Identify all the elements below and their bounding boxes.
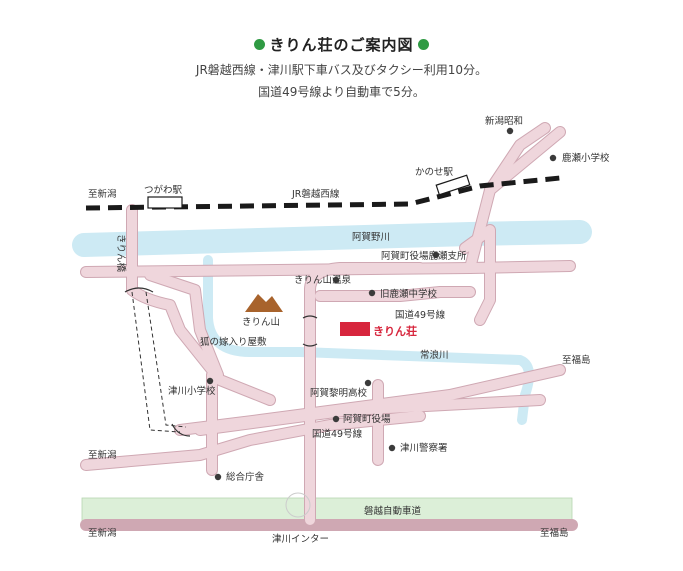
title-left-dot-icon: [254, 39, 266, 50]
label-kitsune-house: 狐の嫁入り屋敷: [200, 336, 267, 348]
road-kitsune: [145, 270, 223, 380]
label-to-niigata-top: 至新潟: [88, 188, 117, 200]
label-meiho-high: 阿賀黎明高校: [310, 387, 368, 399]
tsugawa-school-dot: [206, 377, 214, 385]
road-kanose: [315, 287, 475, 301]
kirin-mountain-icon: [245, 294, 283, 312]
interchange-circle: [285, 492, 311, 518]
general-office-dot: [214, 473, 222, 481]
label-to-niigata-bottom: 至新潟: [88, 527, 117, 539]
tunnel: [131, 291, 187, 433]
access-line-2: 国道49号線より自動車で5分。: [258, 85, 425, 99]
label-kirin-onsen: きりん山温泉: [294, 274, 352, 286]
kanose-station-box: [435, 174, 471, 196]
label-expressway: 磐越自動車道: [364, 505, 422, 517]
label-route49-lower: 国道49号線: [312, 428, 363, 440]
agano-river: [72, 220, 592, 257]
town-branch-dot: [432, 251, 440, 259]
label-to-niigata-mid: 至新潟: [88, 449, 117, 461]
jr-rail-line: [85, 175, 561, 211]
old-school-dot: [368, 289, 376, 297]
label-tokonami-river: 常浪川: [420, 349, 449, 361]
label-to-fukushima-bottom: 至福島: [540, 527, 569, 539]
tsugawa-station-box: [147, 196, 183, 209]
kasebashi-school-dot: [549, 154, 557, 162]
label-agano-river: 阿賀野川: [352, 231, 390, 243]
tunnel-portal-south: [171, 423, 191, 437]
tokonami-upper: [203, 255, 305, 357]
kirinso-marker: [340, 322, 370, 336]
label-kirin-mountain: きりん山: [242, 317, 280, 328]
title-right-dot-icon: [417, 39, 429, 50]
label-kasebashi-school: 鹿瀬小学校: [562, 152, 610, 164]
label-kirinso: きりん荘: [373, 324, 417, 338]
poi-dots: [206, 127, 557, 481]
label-town-branch: 阿賀町役場鹿瀬支所: [381, 250, 467, 262]
label-tsugawa-ic: 津川インター: [272, 534, 329, 545]
meiho-high-dot: [364, 379, 372, 387]
label-to-fukushima-mid: 至福島: [562, 354, 591, 366]
road-to-niigata: [81, 411, 425, 470]
label-town-office: 阿賀町役場: [343, 413, 391, 425]
label-kanose-station: かのせ駅: [415, 167, 454, 178]
label-niigata-showa: 新潟昭和: [485, 115, 523, 127]
map-title-text: きりん荘のご案内図: [269, 36, 414, 54]
access-line-1: JR磐越西線・津川駅下車バス及びタクシー利用10分。: [195, 63, 488, 77]
label-route49-upper: 国道49号線: [395, 309, 446, 321]
niigata-showa-dot: [506, 127, 514, 135]
roads: [81, 123, 575, 525]
bridge-mark: [302, 315, 318, 347]
police-dot: [388, 444, 396, 452]
road-branch-office: [460, 225, 495, 325]
label-general-office: 総合庁舎: [226, 471, 265, 483]
label-police: 津川警察署: [400, 442, 448, 454]
label-old-school: 旧鹿瀬中学校: [380, 288, 438, 300]
tunnel-portal-north: [124, 287, 154, 293]
town-office-dot: [332, 415, 340, 423]
kirin-onsen-dot: [332, 276, 340, 284]
map-title: きりん荘のご案内図: [0, 34, 683, 55]
label-tsugawa-school: 津川小学校: [168, 385, 216, 397]
label-tsugawa-station: つがわ駅: [144, 184, 183, 196]
road-kirin-bridge: [127, 205, 275, 405]
label-jr-line: JR磐越西線: [291, 188, 340, 200]
road-town: [195, 395, 545, 435]
road-branch-north: [485, 123, 550, 195]
label-kirin-bridge: きりん橋: [115, 234, 127, 273]
